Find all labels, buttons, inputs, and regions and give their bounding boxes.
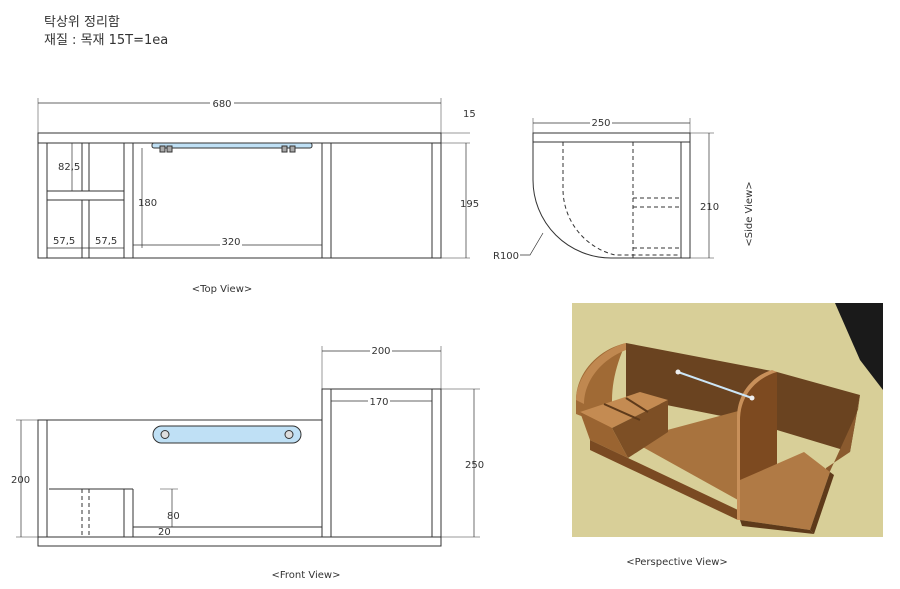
- front-view-base-board: [37, 536, 442, 547]
- side-view-back-board: [680, 141, 691, 259]
- caption-top-view: <Top View>: [192, 284, 253, 295]
- front-view-right-board: [431, 388, 442, 538]
- dim-top-height: 195: [460, 199, 479, 210]
- dim-front-base: 20: [158, 527, 171, 538]
- top-view-shelf: [46, 190, 125, 201]
- side-view-top-board: [532, 132, 691, 143]
- dim-front-inner-width: 170: [369, 397, 388, 408]
- top-view-divider-left: [123, 142, 134, 259]
- side-view: [520, 118, 714, 259]
- dim-top-width: 680: [212, 99, 231, 110]
- caption-side-view: <Side View>: [744, 181, 755, 246]
- caption-perspective-view: <Perspective View>: [626, 557, 728, 568]
- top-view-rod: [151, 142, 313, 149]
- top-view-divider-right: [321, 142, 332, 259]
- front-view-left-board: [37, 419, 48, 538]
- title-material: 재질 : 목재 15T=1ea: [44, 33, 169, 48]
- dim-side-radius: R100: [493, 251, 519, 262]
- front-view-labels: 200 170 250 200 80 20 <Front View>: [11, 345, 484, 581]
- dim-front-height-right: 250: [465, 460, 484, 471]
- top-view-left-board: [37, 142, 48, 259]
- dim-top-shelf: 82,5: [58, 162, 80, 173]
- front-view-divider: [321, 388, 332, 538]
- top-view-right-board: [431, 142, 442, 259]
- dim-side-depth: 250: [591, 118, 610, 129]
- dim-top-cell-a: 57,5: [53, 236, 75, 247]
- dim-top-inner-height: 180: [138, 198, 157, 209]
- dim-top-thickness: 15: [463, 109, 476, 120]
- side-view-curve: [532, 142, 681, 259]
- front-view-rod: [152, 425, 302, 444]
- title-name: 탁상위 정리함: [44, 15, 120, 30]
- side-view-labels: 250 210 R100 <Side View>: [493, 117, 755, 262]
- dim-side-height: 210: [700, 202, 719, 213]
- front-view: [16, 346, 480, 547]
- dim-top-cell-b: 57,5: [95, 236, 117, 247]
- drawing-title: 탁상위 정리함 재질 : 목재 15T=1ea: [44, 14, 168, 50]
- perspective-view: <Perspective View>: [572, 303, 883, 568]
- caption-front-view: <Front View>: [272, 570, 341, 581]
- top-view-labels: 680 15 195 180 82,5 57,5 57,5 320 <Top V…: [52, 97, 479, 295]
- dim-front-right-width: 200: [371, 346, 390, 357]
- dim-front-low-height: 80: [167, 511, 180, 522]
- top-view-back-board: [37, 132, 442, 144]
- dim-top-span: 320: [221, 237, 240, 248]
- top-view: [37, 98, 470, 259]
- dim-front-height-left: 200: [11, 475, 30, 486]
